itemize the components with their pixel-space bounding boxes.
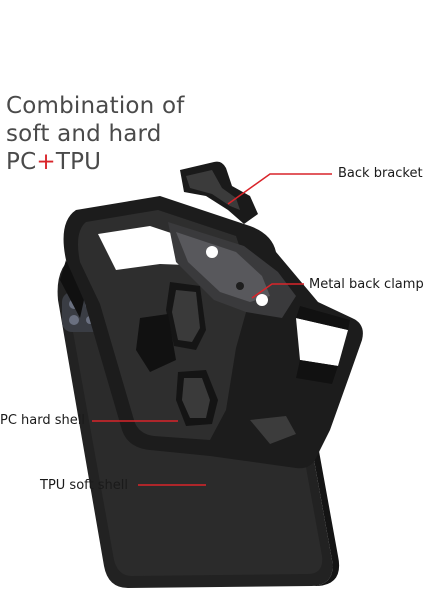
callout-metal-back-clamp: Metal back clamp	[309, 277, 424, 292]
headline: Combination of soft and hard PC+TPU	[6, 92, 185, 176]
leader-lines	[92, 173, 332, 486]
metal-back-clamp-image	[168, 222, 296, 318]
back-bracket-image	[180, 161, 258, 224]
callout-tpu-soft-shell: TPU soft shell	[40, 478, 128, 493]
headline-line-3: PC+TPU	[6, 148, 185, 176]
headline-pc: PC	[6, 149, 37, 175]
leader-metal-back-clamp	[251, 283, 304, 299]
headline-plus: +	[36, 149, 56, 175]
callout-back-bracket: Back bracket	[338, 166, 423, 181]
kickstand-image	[136, 282, 218, 426]
headline-tpu: TPU	[55, 149, 102, 175]
callout-pc-hard-shell: PC hard shell	[0, 413, 85, 428]
headline-line-1: Combination of	[6, 93, 185, 119]
headline-line-2: soft and hard	[6, 121, 162, 147]
leader-back-bracket	[227, 173, 332, 205]
